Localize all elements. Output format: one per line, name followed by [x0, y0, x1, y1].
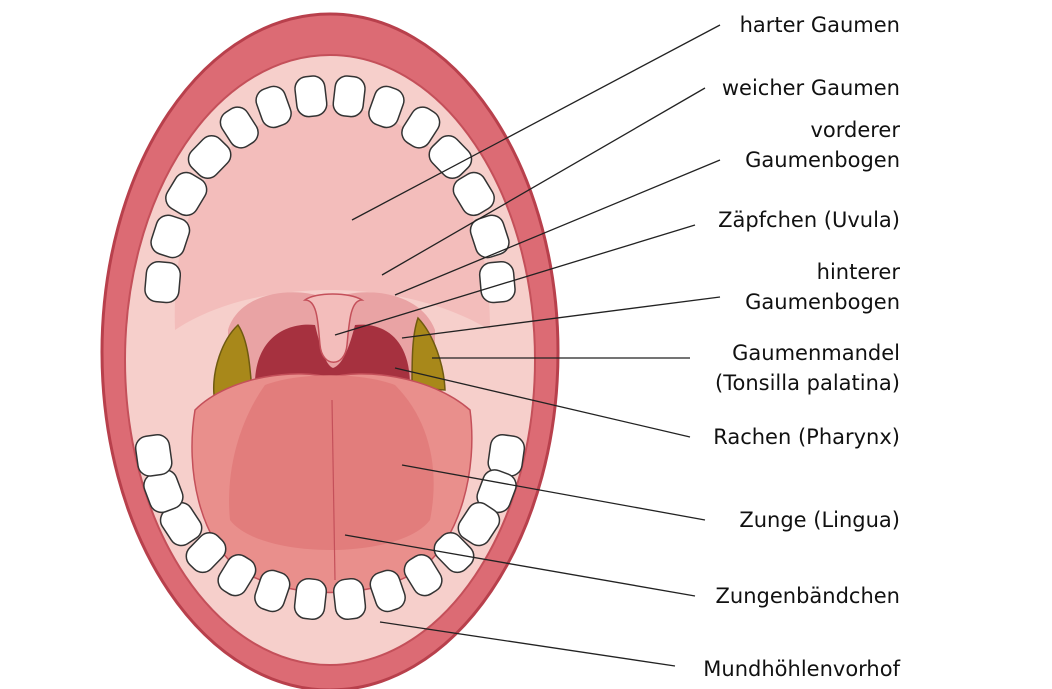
- anatomy-label: Zunge (Lingua): [739, 505, 900, 535]
- anatomy-label: Rachen (Pharynx): [713, 422, 900, 452]
- leader-line: [344, 534, 696, 597]
- leader-line: [379, 621, 676, 667]
- anatomy-label: harter Gaumen: [740, 10, 900, 40]
- label-line: Zäpfchen (Uvula): [718, 208, 900, 232]
- upper-tooth: [469, 214, 510, 259]
- lower-tooth: [369, 569, 406, 613]
- upper-tooth: [478, 260, 516, 304]
- label-line: weicher Gaumen: [721, 76, 900, 100]
- label-line: hinterer: [816, 260, 900, 284]
- tongue-center: [229, 375, 434, 550]
- lower-tooth: [254, 569, 291, 613]
- label-line: Mundhöhlenvorhof: [703, 657, 900, 681]
- leader-line: [401, 464, 706, 521]
- lower-tooth: [332, 577, 367, 621]
- anatomy-label: Gaumenmandel (Tonsilla palatina): [715, 338, 900, 398]
- leader-line: [334, 224, 696, 336]
- upper-tooth: [452, 171, 495, 217]
- label-line: vorderer: [810, 118, 900, 142]
- upper-tooth: [187, 135, 232, 179]
- lower-tooth: [134, 434, 173, 477]
- leader-line: [401, 296, 721, 339]
- lower-tooth: [217, 554, 257, 597]
- lower-tooth: [293, 577, 328, 621]
- teeth: [134, 75, 526, 621]
- hard-palate: [174, 105, 490, 330]
- label-line: Rachen (Pharynx): [713, 425, 900, 449]
- lower-tooth: [185, 531, 227, 574]
- label-line: Gaumenbogen: [745, 148, 900, 172]
- upper-tooth: [332, 75, 366, 118]
- leader-lines: [334, 24, 721, 667]
- lower-tooth: [433, 531, 475, 574]
- upper-tooth: [368, 85, 405, 129]
- upper-tooth: [219, 106, 259, 149]
- upper-tooth: [294, 75, 328, 118]
- leader-line: [381, 87, 706, 276]
- upper-tooth: [401, 106, 441, 149]
- upper-tooth: [144, 260, 182, 304]
- anatomy-label: weicher Gaumen: [722, 73, 900, 103]
- leader-line: [394, 367, 691, 438]
- tongue-median-groove: [331, 399, 336, 581]
- lower-tooth: [457, 501, 501, 547]
- leader-line: [351, 24, 721, 221]
- anatomy-label: Zungenbändchen: [716, 581, 901, 611]
- label-line: Zunge (Lingua): [739, 508, 900, 532]
- label-line: harter Gaumen: [739, 13, 900, 37]
- upper-tooth: [255, 85, 292, 129]
- label-line: Zungenbändchen: [715, 584, 901, 608]
- lower-tooth: [403, 554, 443, 597]
- uvula: [302, 293, 365, 363]
- label-line: Gaumenbogen: [745, 290, 900, 314]
- upper-tooth: [165, 171, 208, 217]
- pharynx: [255, 324, 410, 385]
- anatomy-label: Mundhöhlenvorhof: [703, 654, 900, 684]
- label-line: Gaumenmandel: [732, 341, 900, 365]
- leader-line: [394, 159, 721, 296]
- anatomy-label: Zäpfchen (Uvula): [718, 205, 900, 235]
- upper-tooth: [150, 214, 191, 259]
- label-line: (Tonsilla palatina): [715, 371, 900, 395]
- upper-tooth: [428, 135, 473, 179]
